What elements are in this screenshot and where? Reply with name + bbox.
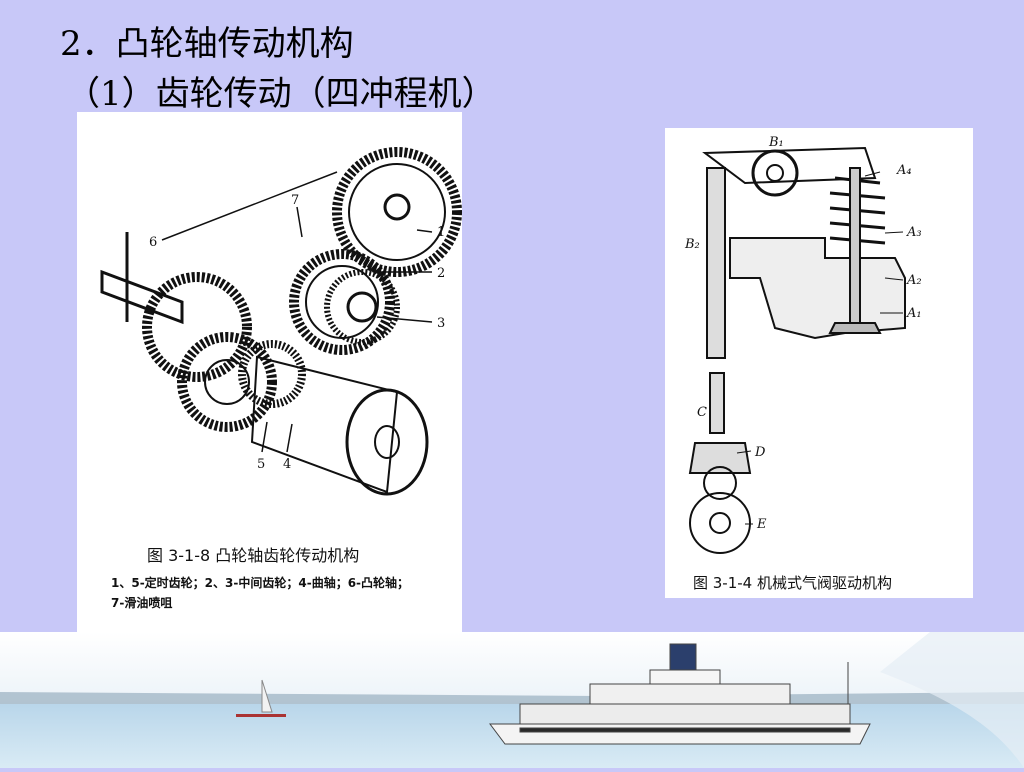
callout-5: 5: [257, 457, 265, 472]
callout-b1: B₁: [768, 135, 784, 150]
valve-drive-drawing: B₁ B₂ A₄ A₃ A₂ A₁ C D E: [684, 135, 922, 554]
figure-right-caption: 图 3-1-4 机械式气阀驱动机构: [693, 574, 892, 592]
slide-title: 2．凸轮轴传动机构: [60, 24, 354, 64]
push-rod-top: [706, 167, 726, 359]
callout-3: 3: [437, 316, 445, 331]
gear-2: [289, 249, 395, 355]
callout-d: D: [754, 445, 766, 460]
gear-train-drawing: 1 2 3 4 5 6 7: [100, 147, 462, 496]
callout-2: 2: [437, 266, 445, 281]
gear-1: [332, 147, 462, 277]
rocker-pivot: [751, 149, 799, 197]
cam-e: [689, 492, 751, 554]
callout-a4: A₄: [896, 163, 912, 178]
callout-e: E: [756, 517, 767, 532]
callout-4: 4: [283, 457, 291, 472]
figure-left-caption: 图 3-1-8 凸轮轴齿轮传动机构: [147, 546, 360, 565]
push-rod-bottom: [709, 372, 725, 434]
slide-subtitle: （1）齿轮传动（四冲程机）: [66, 74, 496, 114]
callout-6: 6: [149, 235, 157, 250]
lake-ship-scene: [0, 632, 1024, 768]
tappet-roller: [703, 466, 737, 500]
gear-crank: [238, 340, 306, 408]
valve-stem: [849, 167, 861, 324]
ship: [489, 643, 871, 745]
crank-flange: [345, 388, 429, 496]
callout-7: 7: [291, 193, 299, 208]
callout-a1: A₁: [906, 306, 922, 321]
callout-a2: A₂: [906, 273, 922, 288]
gear-5: [177, 332, 277, 432]
callout-c: C: [697, 405, 707, 420]
camshaft-gear-figure: 1 2 3 4 5 6 7 图 3-1-8 凸轮轴齿轮传动机构 1、5-定时齿轮…: [77, 112, 462, 632]
sailboat: [261, 679, 273, 713]
figure-left-legend-line-1: 1、5-定时齿轮；2、3-中间齿轮；4-曲轴；6-凸轮轴；: [111, 576, 410, 590]
gear-3: [324, 269, 400, 345]
callout-a3: A₃: [906, 225, 922, 240]
valve-drive-figure: B₁ B₂ A₄ A₃ A₂ A₁ C D E 图 3-1-4 机械式气阀驱动机…: [665, 128, 973, 598]
callout-b2: B₂: [684, 237, 700, 252]
gear-6-side: [142, 272, 252, 382]
lake-ship-image: [0, 632, 1024, 768]
figure-left-legend-line-2: 7-滑油喷咀: [111, 596, 173, 610]
callout-1: 1: [437, 225, 445, 240]
